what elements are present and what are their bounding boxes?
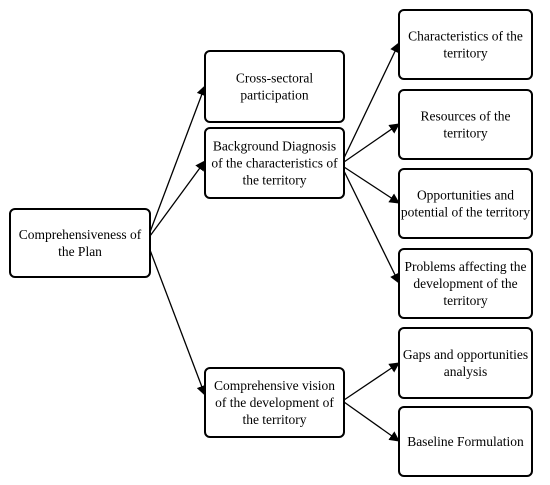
node-label-line: of the development of xyxy=(215,395,334,410)
node-resources: Resources of the territory xyxy=(398,89,533,160)
node-cross: Cross-sectoral participation xyxy=(204,50,345,123)
node-root: Comprehensiveness of the Plan xyxy=(9,208,151,278)
node-label-line: territory xyxy=(443,126,487,141)
node-box xyxy=(398,248,533,319)
node-label-line: territory xyxy=(443,46,487,61)
node-box xyxy=(398,406,533,477)
node-label-line: of the characteristics of xyxy=(211,156,338,171)
edge-root-to-vision xyxy=(149,249,207,396)
node-box xyxy=(204,367,345,438)
node-label-line: development of the xyxy=(413,276,517,291)
nodes-layer: Comprehensiveness of the Plan Cross-sector… xyxy=(9,9,533,477)
node-label-line: Background Diagnosis xyxy=(213,139,336,154)
node-label-line: Gaps and opportunities xyxy=(403,347,528,362)
edge-background-to-problems xyxy=(343,170,400,284)
node-problems: Problems affecting the development of the… xyxy=(398,248,533,319)
edge-background-to-characteristics xyxy=(343,42,400,159)
edge-root-to-background xyxy=(149,160,206,237)
node-baseline: Baseline Formulation xyxy=(398,406,533,477)
node-opportunities: Opportunities and potential of the territ… xyxy=(398,168,533,239)
node-label-line: Comprehensive vision xyxy=(214,378,335,393)
edge-vision-to-gaps xyxy=(343,362,400,401)
node-background: Background Diagnosis of the characteristi… xyxy=(204,127,345,199)
edge-background-to-opportunities xyxy=(343,166,400,204)
node-label-line: Cross-sectoral xyxy=(236,71,313,86)
node-label-line: Problems affecting the xyxy=(405,259,527,274)
edge-vision-to-baseline xyxy=(343,401,400,442)
edge-root-to-cross xyxy=(149,85,207,233)
edge-background-to-resources xyxy=(343,123,400,163)
node-label-line: analysis xyxy=(444,364,488,379)
edges-layer xyxy=(149,42,400,442)
node-characteristics: Characteristics of the territory xyxy=(398,9,533,80)
node-label-line: the Plan xyxy=(58,244,102,259)
node-box xyxy=(9,208,151,278)
node-label-line: territory xyxy=(443,293,487,308)
node-label-line: potential of the territory xyxy=(401,205,531,220)
node-gaps: Gaps and opportunities analysis xyxy=(398,327,533,399)
node-label-line: the territory xyxy=(242,412,306,427)
node-box xyxy=(204,127,345,199)
node-vision: Comprehensive vision of the development o… xyxy=(204,367,345,438)
node-box xyxy=(398,168,533,239)
node-label-line: the territory xyxy=(242,173,306,188)
node-label-line: Baseline Formulation xyxy=(407,434,524,449)
node-box xyxy=(398,89,533,160)
node-label-line: Comprehensiveness of xyxy=(19,227,142,242)
node-box xyxy=(398,9,533,80)
node-label-line: Resources of the xyxy=(421,109,511,124)
node-label-line: participation xyxy=(240,88,308,103)
node-label-line: Opportunities and xyxy=(417,188,514,203)
node-box xyxy=(204,50,345,123)
node-box xyxy=(398,327,533,399)
node-label-line: Characteristics of the xyxy=(408,29,523,44)
